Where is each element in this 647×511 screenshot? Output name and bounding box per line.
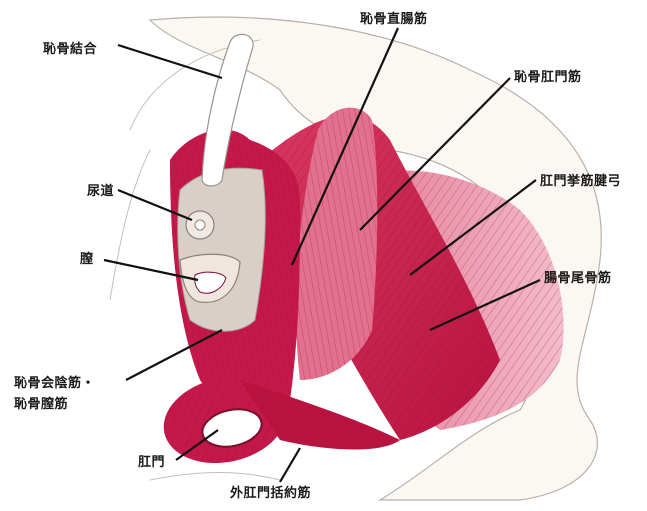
urogenital-tissue-block xyxy=(178,168,266,331)
label-puborectalis: 恥骨直腸筋 xyxy=(360,8,428,27)
label-puboperineal-line2: 恥骨膣筋 xyxy=(14,393,68,412)
label-external-anal-sphincter: 外肛門括約筋 xyxy=(230,482,311,501)
label-iliococcygeus: 腸骨尾骨筋 xyxy=(544,267,612,286)
label-puboperineal-line1: 恥骨会陰筋・ xyxy=(14,372,95,391)
urethra-lumen xyxy=(195,220,205,230)
label-pubococcygeus: 恥骨肛門筋 xyxy=(514,66,582,85)
label-urethra: 尿道 xyxy=(87,180,114,199)
label-pubic-symphysis: 恥骨結合 xyxy=(43,38,97,57)
label-anus: 肛門 xyxy=(138,451,165,470)
label-vagina: 膣 xyxy=(80,248,94,267)
leader-external-sphincter xyxy=(280,448,300,482)
label-tendinous-arch: 肛門挙筋腱弓 xyxy=(540,170,621,189)
